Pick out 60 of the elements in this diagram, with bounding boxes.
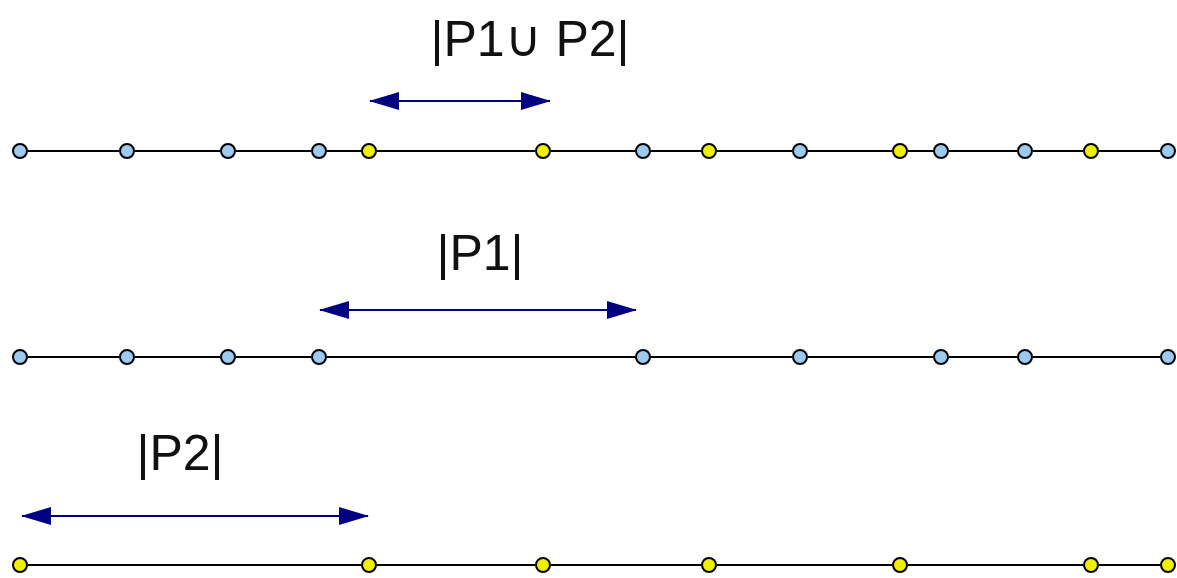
point-marker (535, 143, 551, 159)
line-segment (716, 150, 793, 152)
line-segment (907, 564, 1084, 566)
line-segment (326, 356, 636, 358)
line-segment (550, 564, 702, 566)
point-marker (1083, 143, 1099, 159)
point-marker (701, 143, 717, 159)
point-marker (635, 349, 651, 365)
cardinality-label: |P1∪ P2| (430, 14, 630, 64)
line-segment (235, 150, 312, 152)
point-marker (311, 143, 327, 159)
line-segment (948, 150, 1018, 152)
line-segment (376, 150, 536, 152)
point-marker (933, 349, 949, 365)
point-marker (701, 557, 717, 573)
line-segment (807, 356, 934, 358)
point-marker (119, 349, 135, 365)
line-segment (235, 356, 312, 358)
point-marker (220, 143, 236, 159)
point-marker (792, 349, 808, 365)
line-segment (1032, 356, 1161, 358)
line-segment (27, 356, 120, 358)
point-marker (119, 143, 135, 159)
point-marker (311, 349, 327, 365)
line-segment (650, 356, 793, 358)
line-segment (134, 150, 221, 152)
point-marker (12, 557, 28, 573)
line-segment (27, 564, 362, 566)
line-segment (376, 564, 536, 566)
line-segment (550, 150, 636, 152)
point-marker (361, 143, 377, 159)
point-marker (792, 143, 808, 159)
point-marker (535, 557, 551, 573)
line-segment (1032, 150, 1084, 152)
line-segment (716, 564, 893, 566)
line-segment (650, 150, 702, 152)
line-segment (134, 356, 221, 358)
point-marker (220, 349, 236, 365)
point-marker (12, 143, 28, 159)
point-marker (361, 557, 377, 573)
line-segment (907, 150, 934, 152)
line-segment (807, 150, 893, 152)
cardinality-label: |P1| (436, 228, 524, 278)
point-marker (12, 349, 28, 365)
point-marker (892, 143, 908, 159)
point-marker (1160, 349, 1176, 365)
line-segment (27, 150, 120, 152)
point-marker (892, 557, 908, 573)
point-marker (1160, 143, 1176, 159)
line-segment (326, 150, 362, 152)
line-segment (1098, 150, 1161, 152)
point-marker (1160, 557, 1176, 573)
point-marker (635, 143, 651, 159)
point-marker (1083, 557, 1099, 573)
point-marker (933, 143, 949, 159)
point-marker (1017, 143, 1033, 159)
cardinality-label: |P2| (136, 428, 224, 478)
line-segment (1098, 564, 1161, 566)
line-segment (948, 356, 1018, 358)
point-marker (1017, 349, 1033, 365)
